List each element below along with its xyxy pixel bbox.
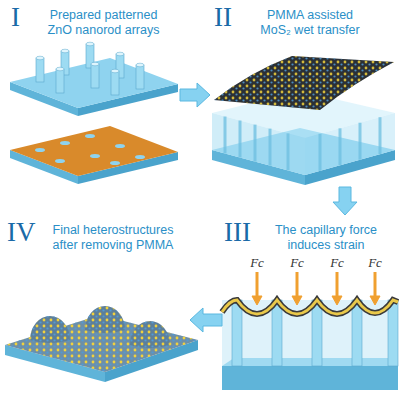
- nanorod-line: [254, 125, 257, 162]
- force-label: Fc: [368, 255, 382, 271]
- dome: [130, 321, 170, 348]
- step-panel: II PMMA assisted MoS₂ wet transfer: [210, 2, 398, 187]
- pattern-dot: [90, 154, 100, 158]
- nanorod-line: [339, 128, 342, 165]
- nanorod-line: [379, 117, 382, 154]
- strained-sheet-edge: [222, 300, 398, 314]
- dome: [30, 316, 70, 343]
- pattern-dot: [85, 134, 95, 138]
- force-arrow-head: [370, 296, 380, 305]
- strained-mos2-sheet: [222, 300, 398, 314]
- pattern-dot: [55, 159, 65, 163]
- nanorod-line: [287, 133, 290, 170]
- zno-nanorod: [232, 300, 242, 366]
- force-arrow-shaft: [336, 272, 339, 298]
- substrate-side: [222, 366, 398, 390]
- pattern-dot: [135, 155, 145, 159]
- step-numeral: I: [11, 4, 20, 31]
- force-arrows: [252, 272, 380, 305]
- nanorod-line: [224, 117, 227, 154]
- liquid-block: [222, 300, 398, 366]
- zno-nanorod: [352, 300, 362, 366]
- force-label: Fc: [250, 255, 264, 271]
- heterostructure-scene: [5, 306, 198, 382]
- step-description: The capillary force induces strain: [258, 223, 394, 253]
- seed-layer: [10, 126, 178, 176]
- dome-atoms: [30, 316, 70, 343]
- zno-nanorod: [136, 63, 144, 89]
- mos2-atoms: [214, 56, 394, 110]
- step-description: Prepared patterned ZnO nanorod arrays: [41, 8, 166, 38]
- step-numeral: II: [214, 4, 232, 31]
- transfer-scene: [212, 56, 395, 185]
- nanorod-line: [359, 123, 362, 160]
- dome: [85, 306, 125, 333]
- pattern-dot: [115, 144, 125, 148]
- pmma-mos2-sheet: [214, 56, 394, 110]
- pattern-dot: [110, 161, 120, 165]
- zno-nanorod: [388, 300, 398, 366]
- zno-nanorod: [111, 69, 119, 95]
- force-arrow-head: [332, 296, 342, 305]
- nanorod-line: [269, 129, 272, 166]
- step-description: Final heterostructures after removing PM…: [43, 223, 183, 253]
- force-arrow-shaft: [374, 272, 377, 298]
- step-panel: I Prepared patterned ZnO nanorod arrays: [5, 2, 180, 188]
- force-label: Fc: [330, 255, 344, 271]
- step-panel: IV Final heterostructures after removing …: [3, 215, 190, 398]
- force-arrow-shaft: [256, 272, 259, 298]
- nanorod-substrate: [10, 42, 178, 116]
- dome-atoms: [85, 306, 125, 333]
- force-arrow-shaft: [296, 272, 299, 298]
- step-description: PMMA assisted MoS₂ wet transfer: [250, 8, 370, 38]
- nanorod-lines: [225, 117, 380, 171]
- pattern-dot: [35, 148, 45, 152]
- patterned-substrate: [10, 126, 178, 184]
- pattern-dot: [60, 141, 70, 145]
- step-panel: III The capillary force induces strain: [222, 215, 398, 398]
- dome-atoms: [130, 321, 170, 348]
- zno-nanorod: [56, 67, 64, 93]
- step-arrow: [190, 308, 222, 332]
- zno-nanorod: [272, 300, 282, 366]
- capillary-scene: [222, 272, 398, 390]
- step-arrow: [180, 83, 210, 107]
- step-arrow: [333, 187, 357, 215]
- zno-nanorod: [91, 62, 99, 88]
- nanorod-line: [239, 121, 242, 158]
- zno-nanorod: [36, 56, 44, 82]
- force-arrow-head: [252, 296, 262, 305]
- force-arrow-head: [292, 296, 302, 305]
- substrate-top: [10, 58, 178, 108]
- step-numeral: IV: [7, 219, 36, 246]
- step-numeral: III: [224, 219, 251, 246]
- force-label: Fc: [290, 255, 304, 271]
- zno-nanorod: [312, 300, 322, 366]
- nanorod-line: [319, 134, 322, 171]
